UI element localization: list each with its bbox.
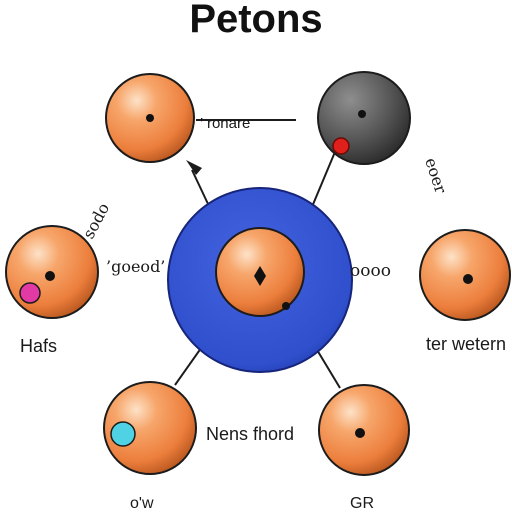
sphere-left <box>5 225 99 319</box>
label-bottom-left: o'w <box>130 495 154 512</box>
nucleus-dot-icon <box>358 110 366 118</box>
label-right-mid: oooo <box>350 261 391 281</box>
pink-particle-icon <box>19 282 41 304</box>
nucleus-dot-icon <box>355 428 365 438</box>
diamond-icon <box>254 266 266 286</box>
nucleus-dot-icon <box>45 271 55 281</box>
diagram-title: Petons <box>189 0 322 41</box>
sphere-bottom-right <box>318 384 410 476</box>
arrow-up-icon <box>186 160 202 175</box>
nucleus-dot-icon <box>463 274 473 284</box>
nucleus-dot-icon <box>282 302 290 310</box>
sphere-top-left <box>105 73 195 163</box>
sphere-right <box>419 229 511 321</box>
sphere-center <box>215 227 305 317</box>
label-top-right-small: ’ ronare <box>200 115 250 132</box>
cyan-particle-icon <box>110 421 136 447</box>
label-bottom-center: Nens fhord <box>206 424 294 444</box>
label-left-top-vertical: sodo <box>79 200 113 242</box>
label-left-mid: ’goeod’ <box>106 257 165 276</box>
label-right-top-vertical: eoer <box>421 155 450 196</box>
label-left-caption: Hafs <box>20 336 57 356</box>
sphere-top-right <box>317 71 411 165</box>
label-bottom-right: GR <box>350 495 374 512</box>
sphere-bottom-left <box>103 381 197 475</box>
red-particle-icon <box>332 137 350 155</box>
label-right-caption: ter wetern <box>426 334 506 354</box>
nucleus-dot-icon <box>146 114 154 122</box>
